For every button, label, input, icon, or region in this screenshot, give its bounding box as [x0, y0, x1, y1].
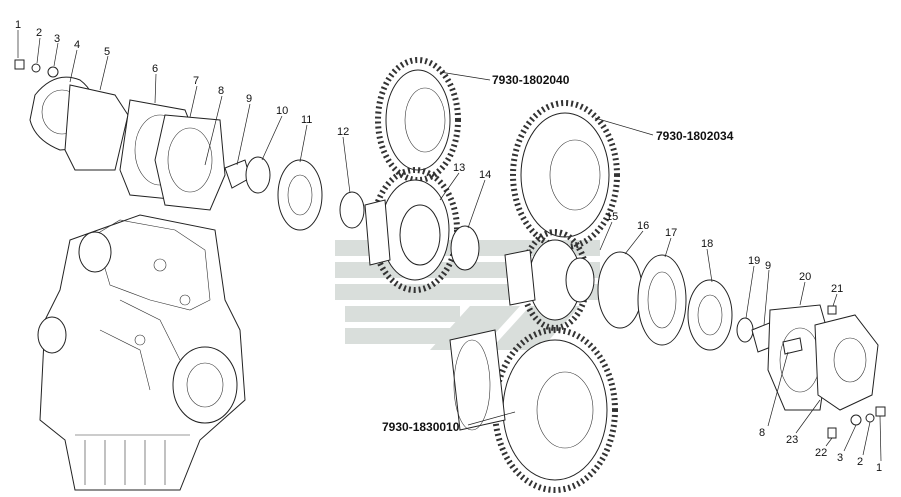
gear-1802040 [375, 57, 461, 183]
part-18-bearing [687, 279, 733, 351]
callout-9-right: 9 [765, 260, 771, 272]
callout-12: 12 [337, 126, 349, 138]
callout-15: 15 [606, 211, 618, 223]
part-1-nut-right [875, 406, 886, 417]
part-10-ring [245, 156, 271, 194]
part-number-1830010: 7930-1830010 [382, 420, 460, 434]
callout-23: 23 [786, 434, 798, 446]
part-19-ring [736, 317, 754, 343]
callout-9-left: 9 [246, 93, 252, 105]
callout-2-left: 2 [36, 27, 42, 39]
callout-6: 6 [152, 63, 158, 75]
part-11-bearing [277, 159, 323, 231]
callout-18: 18 [701, 238, 713, 250]
callout-5: 5 [104, 46, 110, 58]
callout-13: 13 [453, 162, 465, 174]
leader-lines [17, 30, 882, 462]
part-number-1802040: 7930-1802040 [492, 73, 570, 87]
callout-2-right: 2 [857, 456, 863, 468]
callout-16: 16 [637, 220, 649, 232]
right-cover-parts [767, 304, 886, 439]
callout-3-left: 3 [54, 33, 60, 45]
part-2-washer-left [31, 63, 41, 73]
callout-21: 21 [831, 283, 843, 295]
part-20-gasket [767, 304, 831, 411]
part-22-plug [827, 427, 837, 439]
left-cover-parts [14, 59, 365, 231]
part-3-washer-left [47, 66, 59, 78]
callout-1-left: 1 [15, 19, 21, 31]
gear-13-shaft [364, 167, 480, 293]
callout-22: 22 [815, 447, 827, 459]
part-5-gasket [64, 84, 129, 171]
callout-11: 11 [301, 114, 312, 126]
part-number-labels: 7930-1802040 7930-1802034 7930-1830010 [382, 73, 734, 434]
callout-4: 4 [74, 39, 80, 51]
part-14-ring [450, 225, 480, 271]
part-2-washer-right [865, 413, 875, 423]
right-shaft-parts [504, 229, 777, 353]
callout-17: 17 [665, 227, 677, 239]
callout-20: 20 [799, 271, 811, 283]
callout-3-right: 3 [837, 452, 843, 464]
callout-14: 14 [479, 169, 491, 181]
gear-1802034 [510, 100, 620, 250]
callout-labels: 1 2 3 4 5 6 7 8 9 10 11 12 13 14 15 16 1… [15, 19, 882, 474]
gear-1830010 [449, 327, 618, 493]
part-16-gasket [597, 251, 643, 329]
part-1-nut-left [14, 59, 25, 70]
part-17-cover [637, 254, 687, 346]
part-number-1802034: 7930-1802034 [656, 129, 734, 143]
part-12-ring [339, 191, 365, 229]
part-8-gasket [154, 114, 226, 211]
callout-1-right: 1 [876, 462, 882, 474]
callout-8-left: 8 [218, 85, 224, 97]
transmission-housing [37, 214, 246, 491]
part-8-bolt-right [782, 337, 803, 355]
part-23-cover [814, 314, 879, 411]
part-21-plug [827, 305, 837, 315]
callout-7: 7 [193, 75, 199, 87]
callout-19: 19 [748, 255, 760, 267]
callout-8-right: 8 [759, 427, 765, 439]
callout-10: 10 [276, 105, 288, 117]
part-3-washer-right [850, 414, 862, 426]
